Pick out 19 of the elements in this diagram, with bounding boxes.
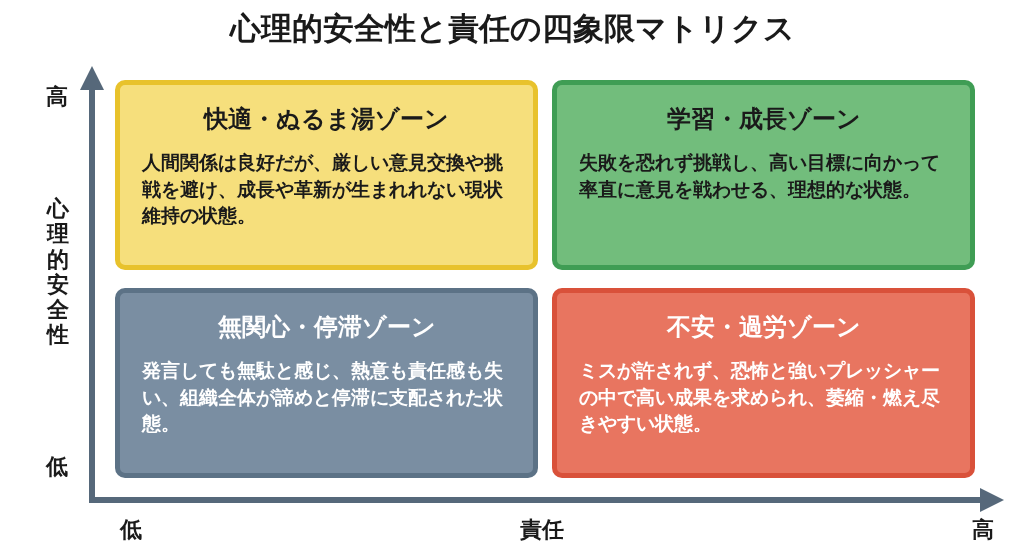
quadrant-box [552,80,975,270]
title: 心理的安全性と責任の四象限マトリクス [229,9,795,48]
axis-tick-label: 高 [972,516,994,544]
quadrant-box [115,288,538,478]
quadrant-description: 発言しても無駄と感じ、熱意も責任感も失い、組織全体が諦めと停滞に支配された状態。 [142,358,504,437]
quadrant-heading: 不安・過労ゾーン [666,312,861,343]
axis-tick-label: 低 [46,453,68,481]
quadrant-description: 人間関係は良好だが、厳しい意見交換や挑戦を避け、成長や革新が生まれれない現状維持の状態。 [142,150,504,229]
quadrant-heading: 快適・ぬるま湯ゾーン [204,104,449,135]
axis-tick-label: 高 [46,83,68,111]
quadrant-box [115,80,538,270]
axis-title: 責任 [520,516,564,544]
quadrant-description: ミスが許されず、恐怖と強いプレッシャーの中で高い成果を求められ、萎縮・燃え尽きやすい状態。 [579,358,941,437]
quadrant-box [552,288,975,478]
quadrant-heading: 無関心・停滞ゾーン [217,312,436,343]
quadrant-heading: 学習・成長ゾーン [666,104,861,135]
axis-title: 心理的安全性 [47,196,69,348]
axis-tick-label: 低 [120,516,142,544]
quadrant-description: 失敗を恐れず挑戦し、高い目標に向かって率直に意見を戦わせる、理想的な状態。 [579,150,941,202]
